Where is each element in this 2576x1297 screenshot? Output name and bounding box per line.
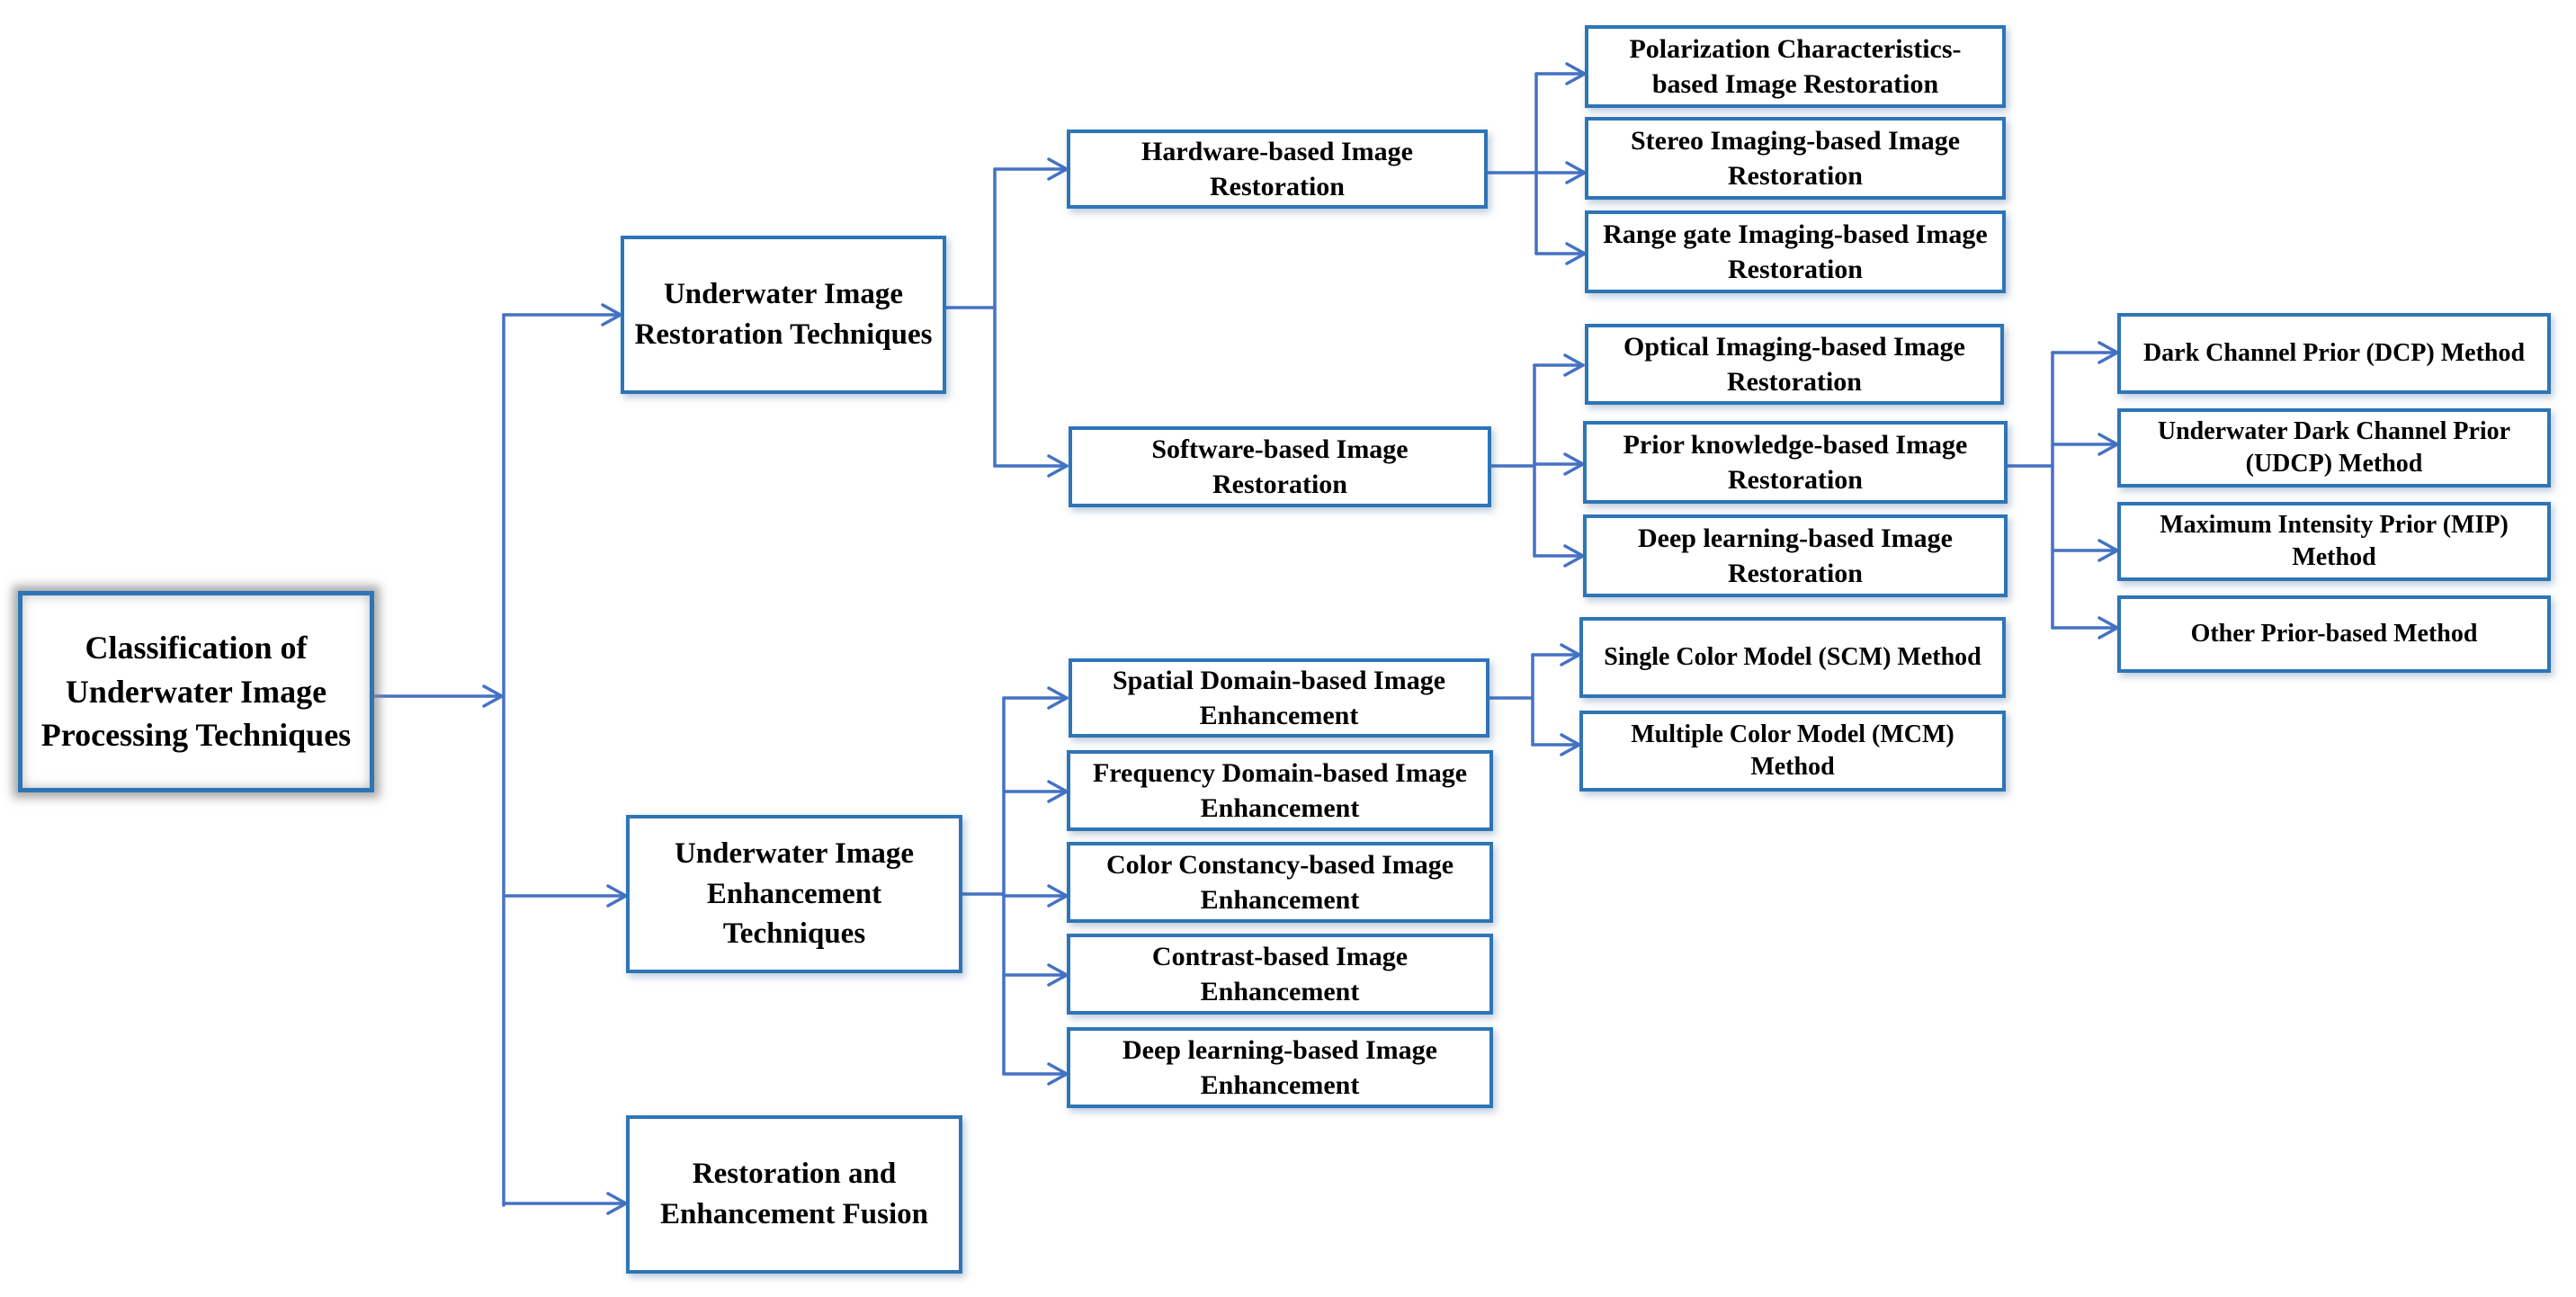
other-prior-method-node: Other Prior-based Method (2117, 595, 2551, 673)
spatial-domain-enhancement-label: Spatial Domain-based Image Enhancement (1112, 666, 1446, 730)
dcp-method-node: Dark Channel Prior (DCP) Method (2117, 313, 2551, 394)
mip-method-label: Maximum Intensity Prior (MIP) Method (2160, 510, 2509, 571)
software-restoration-label: Software-based Image Restoration (1151, 434, 1409, 499)
color-constancy-enhancement-node: Color Constancy-based Image Enhancement (1067, 842, 1493, 923)
root-label: Classification of Underwater Image Proce… (40, 630, 352, 754)
scm-method-label: Single Color Model (SCM) Method (1604, 642, 1981, 671)
deep-learning-restoration-label: Deep learning-based Image Restoration (1638, 523, 1953, 588)
stereo-imaging-restoration-label: Stereo Imaging-based Image Restoration (1630, 126, 1961, 191)
frequency-domain-enhancement-node: Frequency Domain-based Image Enhancement (1067, 750, 1493, 831)
optical-imaging-restoration-node: Optical Imaging-based Image Restoration (1585, 324, 2004, 405)
hardware-restoration-node: Hardware-based Image Restoration (1067, 130, 1488, 209)
dcp-method-label: Dark Channel Prior (DCP) Method (2142, 338, 2526, 367)
restoration-techniques-node: Underwater Image Restoration Techniques (621, 236, 946, 394)
udcp-method-label: Underwater Dark Channel Prior (UDCP) Met… (2157, 416, 2511, 478)
prior-knowledge-restoration-node: Prior knowledge-based Image Restoration (1583, 421, 2008, 504)
contrast-enhancement-label: Contrast-based Image Enhancement (1151, 942, 1409, 1006)
scm-method-node: Single Color Model (SCM) Method (1579, 617, 2006, 698)
range-gate-restoration-node: Range gate Imaging-based Image Restorati… (1585, 210, 2006, 293)
range-gate-restoration-label: Range gate Imaging-based Image Restorati… (1603, 219, 1988, 284)
other-prior-method-label: Other Prior-based Method (2190, 619, 2478, 648)
deep-learning-enhancement-label: Deep learning-based Image Enhancement (1123, 1035, 1437, 1100)
enhancement-techniques-label: Underwater Image Enhancement Techniques (674, 837, 915, 951)
fusion-label: Restoration and Enhancement Fusion (660, 1158, 928, 1230)
restoration-techniques-label: Underwater Image Restoration Techniques (634, 278, 933, 351)
stereo-imaging-restoration-node: Stereo Imaging-based Image Restoration (1585, 117, 2006, 200)
root-arrowhead (482, 684, 504, 708)
enhancement-techniques-node: Underwater Image Enhancement Techniques (626, 815, 962, 973)
mcm-method-node: Multiple Color Model (MCM) Method (1579, 711, 2006, 792)
optical-imaging-restoration-label: Optical Imaging-based Image Restoration (1623, 332, 1965, 397)
color-constancy-enhancement-label: Color Constancy-based Image Enhancement (1105, 850, 1454, 915)
frequency-domain-enhancement-label: Frequency Domain-based Image Enhancement (1092, 758, 1468, 823)
polarization-restoration-label: Polarization Characteristics-based Image… (1629, 34, 1962, 99)
arrowhead (1563, 353, 1585, 377)
deep-learning-enhancement-node: Deep learning-based Image Enhancement (1067, 1027, 1493, 1108)
fusion-node: Restoration and Enhancement Fusion (626, 1115, 962, 1274)
arrowhead (1047, 686, 1069, 710)
prior-knowledge-restoration-label: Prior knowledge-based Image Restoration (1623, 430, 1968, 495)
mip-method-node: Maximum Intensity Prior (MIP) Method (2117, 502, 2551, 581)
mcm-method-label: Multiple Color Model (MCM) Method (1631, 720, 1954, 781)
hardware-restoration-label: Hardware-based Image Restoration (1141, 137, 1413, 201)
arrowhead (1047, 454, 1069, 478)
deep-learning-restoration-node: Deep learning-based Image Restoration (1583, 514, 2008, 597)
spatial-domain-enhancement-node: Spatial Domain-based Image Enhancement (1069, 658, 1489, 738)
root-node: Classification of Underwater Image Proce… (18, 591, 374, 792)
contrast-enhancement-node: Contrast-based Image Enhancement (1067, 934, 1493, 1015)
software-restoration-node: Software-based Image Restoration (1069, 426, 1491, 507)
udcp-method-node: Underwater Dark Channel Prior (UDCP) Met… (2117, 408, 2551, 487)
polarization-restoration-node: Polarization Characteristics-based Image… (1585, 25, 2006, 108)
